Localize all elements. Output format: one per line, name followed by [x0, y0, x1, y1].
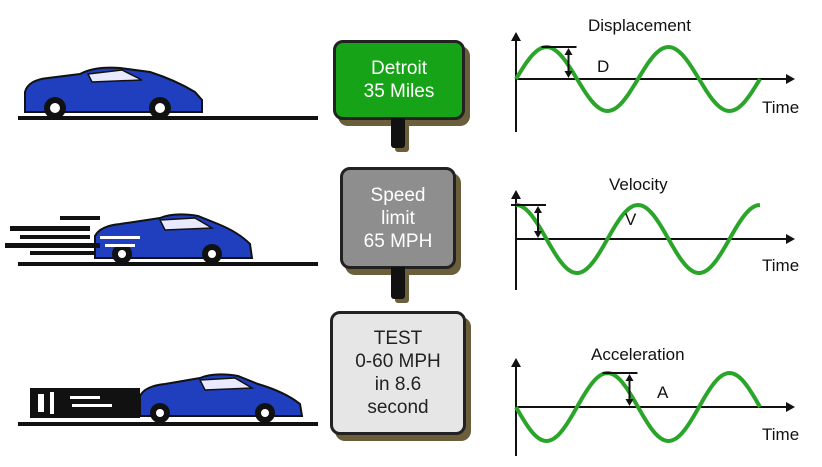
car-icon — [18, 66, 318, 120]
accelerating-car-icon — [18, 373, 318, 426]
velocity-amplitude-arrow-top — [534, 206, 542, 213]
acceleration-y-arrow — [511, 358, 521, 367]
displacement-title: Displacement — [588, 16, 691, 35]
acceleration-symbol: A — [657, 383, 669, 402]
acceleration-amplitude-arrow-bottom — [625, 399, 634, 406]
displacement-time-label: Time — [762, 98, 800, 117]
displacement-amplitude-arrow-top — [564, 48, 573, 55]
speed-limit-sign-post — [391, 267, 405, 299]
speed-limit-sign: Speed limit 65 MPH — [340, 167, 456, 269]
displacement-amplitude-arrow-bottom — [564, 71, 573, 78]
velocity-time-label: Time — [762, 256, 800, 275]
velocity-amplitude-arrow-bottom — [534, 231, 542, 238]
displacement-wave — [514, 44, 762, 114]
acceleration-wave — [514, 370, 762, 444]
velocity-y-arrow — [511, 190, 521, 199]
detroit-sign-post — [391, 118, 405, 148]
acceleration-time-label: Time — [762, 425, 800, 444]
speed-limit-sign-text: Speed limit 65 MPH — [363, 184, 433, 252]
displacement-symbol: D — [597, 57, 610, 76]
displacement-y-arrow — [511, 32, 521, 41]
test-sign: TEST 0-60 MPH in 8.6 second — [330, 311, 466, 435]
detroit-sign-text: Detroit 35 Miles — [363, 58, 435, 102]
acceleration-amplitude-arrow-top — [625, 374, 634, 381]
displacement-x-arrow — [786, 74, 795, 84]
acceleration-x-arrow — [786, 402, 795, 412]
velocity-x-arrow — [786, 234, 795, 244]
test-sign-text: TEST 0-60 MPH in 8.6 second — [355, 328, 441, 418]
velocity-title: Velocity — [609, 175, 668, 194]
acceleration-title: Acceleration — [591, 345, 685, 364]
velocity-symbol: V — [625, 210, 637, 229]
velocity-wave — [515, 202, 761, 275]
moving-car-icon — [5, 213, 318, 266]
